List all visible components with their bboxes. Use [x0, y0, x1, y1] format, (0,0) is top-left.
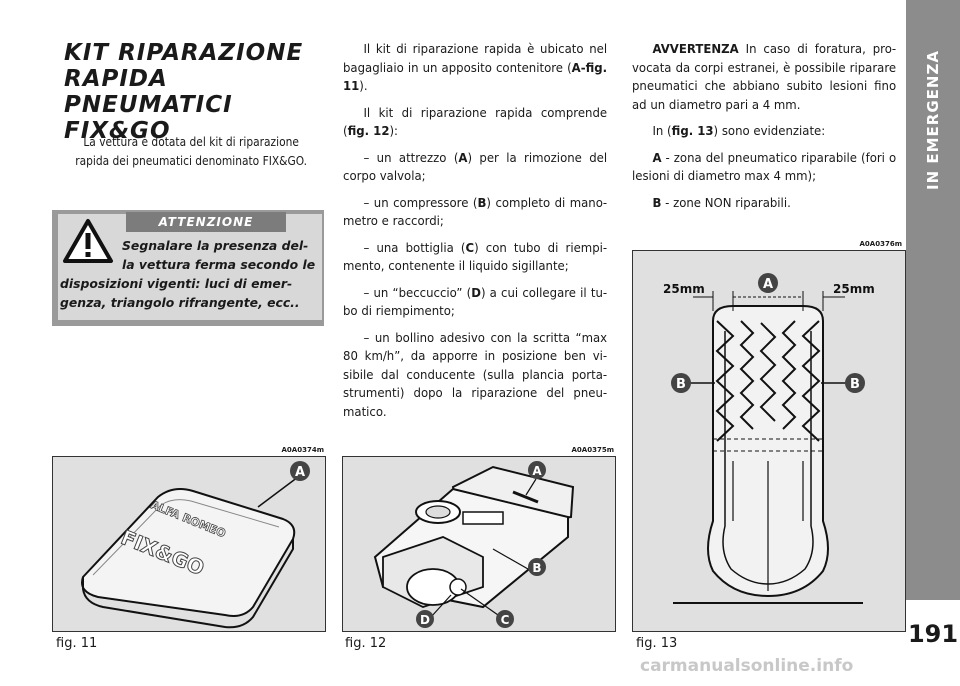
warning-triangle-icon — [63, 219, 113, 263]
intro-line-2: rapida dei pneumatici denominato FIX&GO. — [75, 153, 308, 168]
title-line-2: RAPIDA PNEUMATICI — [64, 66, 233, 118]
warning-line-3: disposizioni vigenti: luci di emer- — [60, 276, 293, 291]
fig11-callout-a — [290, 461, 310, 481]
zone-b-paragraph: B - zone NON riparabili. — [652, 194, 791, 210]
fig11-code: A0A0374m — [281, 446, 324, 454]
section-tab-label: IN EMERGENZA — [924, 50, 942, 190]
zone-a-paragraph: A - zona del pneumatico riparabile (fori… — [632, 149, 897, 184]
watermark: carmanualsonline.info — [640, 656, 854, 676]
svg-text:C: C — [501, 613, 510, 627]
svg-text:A: A — [532, 464, 542, 478]
tyre-section-diagram: 25mm 25mm A B B — [663, 273, 875, 604]
list-item: – una bottiglia (C) con tubo di riempi­m… — [343, 239, 608, 274]
fig11-caption: fig. 11 — [56, 636, 98, 651]
svg-text:B: B — [676, 377, 686, 392]
fig12-callout-c — [496, 610, 514, 628]
svg-text:B: B — [532, 561, 541, 575]
fig13-frame: 25mm 25mm A B B — [632, 250, 906, 632]
svg-text:D: D — [420, 613, 430, 627]
section-tab: IN EMERGENZA — [906, 0, 960, 600]
list-item: – un attrezzo (A) per la rimozione del c… — [343, 149, 608, 184]
warning-line-4: genza, triangolo rifrangente, ecc.. — [60, 295, 300, 310]
svg-text:A: A — [763, 277, 773, 292]
warning-note-paragraph: AVVERTENZA In caso di foratura, pro­voca… — [632, 41, 897, 112]
fig13-callout-b-right — [845, 373, 865, 393]
fig13-caption: fig. 13 — [636, 636, 678, 651]
list-item: – un compressore (B) completo di mano­me… — [343, 194, 608, 229]
fig11-frame: ALFA ROMEO FIX&GO A — [52, 456, 326, 632]
warning-line-1: Segnalare la presenza del- — [122, 238, 309, 253]
repair-notes-column: AVVERTENZA In caso di foratura, pro­voca… — [632, 40, 896, 220]
fig12-callout-b — [528, 558, 546, 576]
fig12-caption: fig. 12 — [345, 636, 387, 651]
page-title: KIT RIPARAZIONE RAPIDA PNEUMATICI FIX&GO — [64, 40, 324, 144]
intro-line-1: La vettura è dotata del kit di riparazio… — [83, 134, 299, 149]
fig12-frame: A B C D — [342, 456, 616, 632]
fig12-callout-a — [528, 461, 546, 479]
title-line-1: KIT RIPARAZIONE — [64, 40, 304, 66]
warning-heading: ATTENZIONE — [126, 212, 286, 232]
fig13-callout-a — [758, 273, 778, 293]
title-line-3: FIX&GO — [64, 118, 171, 144]
fig13-dim-left: 25mm — [663, 282, 705, 296]
fig12-callout-d — [416, 610, 434, 628]
svg-text:A: A — [295, 465, 305, 480]
list-item: – un bollino adesivo con la scritta “max… — [343, 329, 608, 419]
warning-line-2: la vettura ferma secondo le — [122, 257, 316, 272]
kit-location-paragraph: Il kit di riparazione rapida è ubicato n… — [343, 41, 608, 93]
svg-text:B: B — [850, 377, 860, 392]
intro-paragraph: La vettura è dotata del kit di riparazio… — [60, 132, 322, 170]
list-item: – un “beccuccio” (D) a cui collegare il … — [343, 284, 608, 319]
kit-contents-column: Il kit di riparazione rapida è ubicato n… — [343, 40, 607, 429]
kit-includes-paragraph: Il kit di riparazione rapida comprende (… — [343, 104, 608, 139]
page-number: 191 — [907, 620, 959, 648]
warning-text: Segnalare la presenza del- la vettura fe… — [60, 236, 322, 312]
fig13-code: A0A0376m — [859, 240, 902, 248]
fig13-dim-right: 25mm — [833, 282, 875, 296]
fig12-code: A0A0375m — [571, 446, 614, 454]
fix-go-case-illustration: ALFA ROMEO FIX&GO A — [81, 461, 310, 629]
fig13-reference-paragraph: In (fig. 13) sono evidenziate: — [652, 123, 826, 138]
repair-kit-contents-illustration: A B C D — [373, 461, 575, 628]
fig13-callout-b-left — [671, 373, 691, 393]
